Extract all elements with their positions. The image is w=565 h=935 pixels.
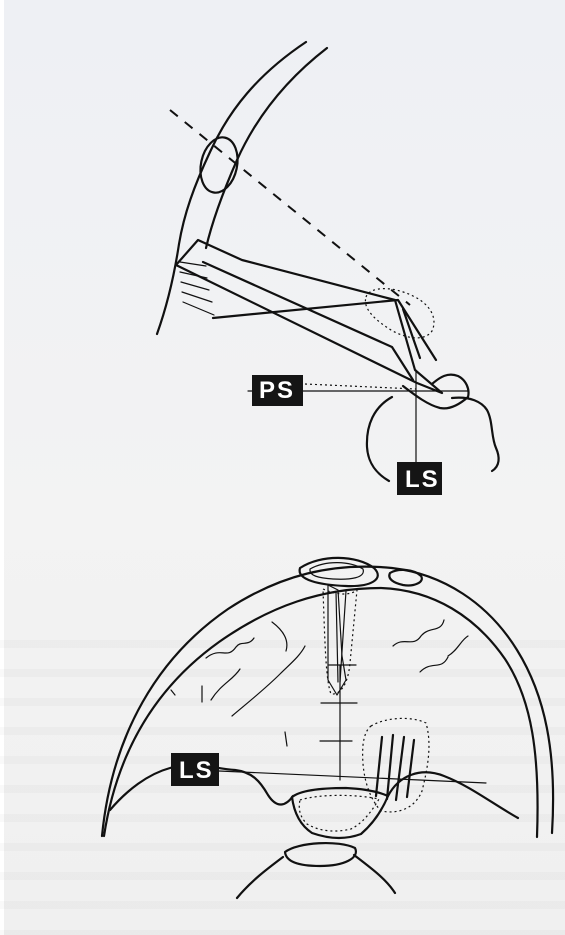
bottom-ls-label: LS: [171, 753, 219, 786]
lower-stem-right: [354, 855, 395, 893]
orbit-wrinkle-4: [272, 622, 287, 651]
orbit-hatch-4: [407, 740, 414, 797]
orbital-hatch-5: [183, 302, 214, 315]
orbit-hatch-1: [376, 737, 382, 796]
top-ls-label: LS: [397, 462, 442, 495]
orbital-hatch-4: [182, 292, 212, 302]
sella-right-curve: [452, 398, 499, 471]
orbit-wrinkle-6: [420, 657, 448, 672]
axial-view: LS: [102, 558, 553, 898]
ps-dotted-guide: [305, 384, 416, 389]
right-hatched-orbit: [363, 718, 429, 812]
lower-stem-top: [285, 843, 356, 866]
orbit-wrinkle-7: [448, 636, 468, 656]
orbit-wrinkle-5: [393, 620, 444, 646]
orbit-hatch-3: [396, 737, 404, 800]
reference-dashed-line: [170, 110, 410, 305]
sagittal-view: PS LS: [157, 42, 499, 495]
small-top-oval: [389, 570, 422, 586]
sella-center-dotted: [299, 795, 379, 831]
orbit-wrinkle-10: [285, 732, 287, 746]
ps-label-text: PS: [259, 377, 295, 404]
frontal-bone-outline: [157, 42, 306, 334]
frontal-bone-inner: [206, 48, 327, 248]
inner-skull-arc: [104, 588, 538, 837]
sella-left-curve: [367, 397, 392, 481]
orbit-wrinkle-3: [232, 646, 305, 716]
orbital-wedge: [176, 240, 442, 393]
orbital-floor-line: [203, 262, 413, 380]
bottom-ls-label-text: LS: [179, 757, 214, 784]
orbital-hatch-3: [181, 282, 209, 290]
top-ls-label-text: LS: [405, 466, 440, 493]
ps-label: PS: [252, 375, 303, 406]
orbit-wrinkle-1: [206, 638, 254, 658]
lower-stem-left: [237, 857, 283, 898]
orbit-wrinkle-8: [171, 690, 175, 695]
orbit-wrinkle-2: [211, 669, 240, 700]
